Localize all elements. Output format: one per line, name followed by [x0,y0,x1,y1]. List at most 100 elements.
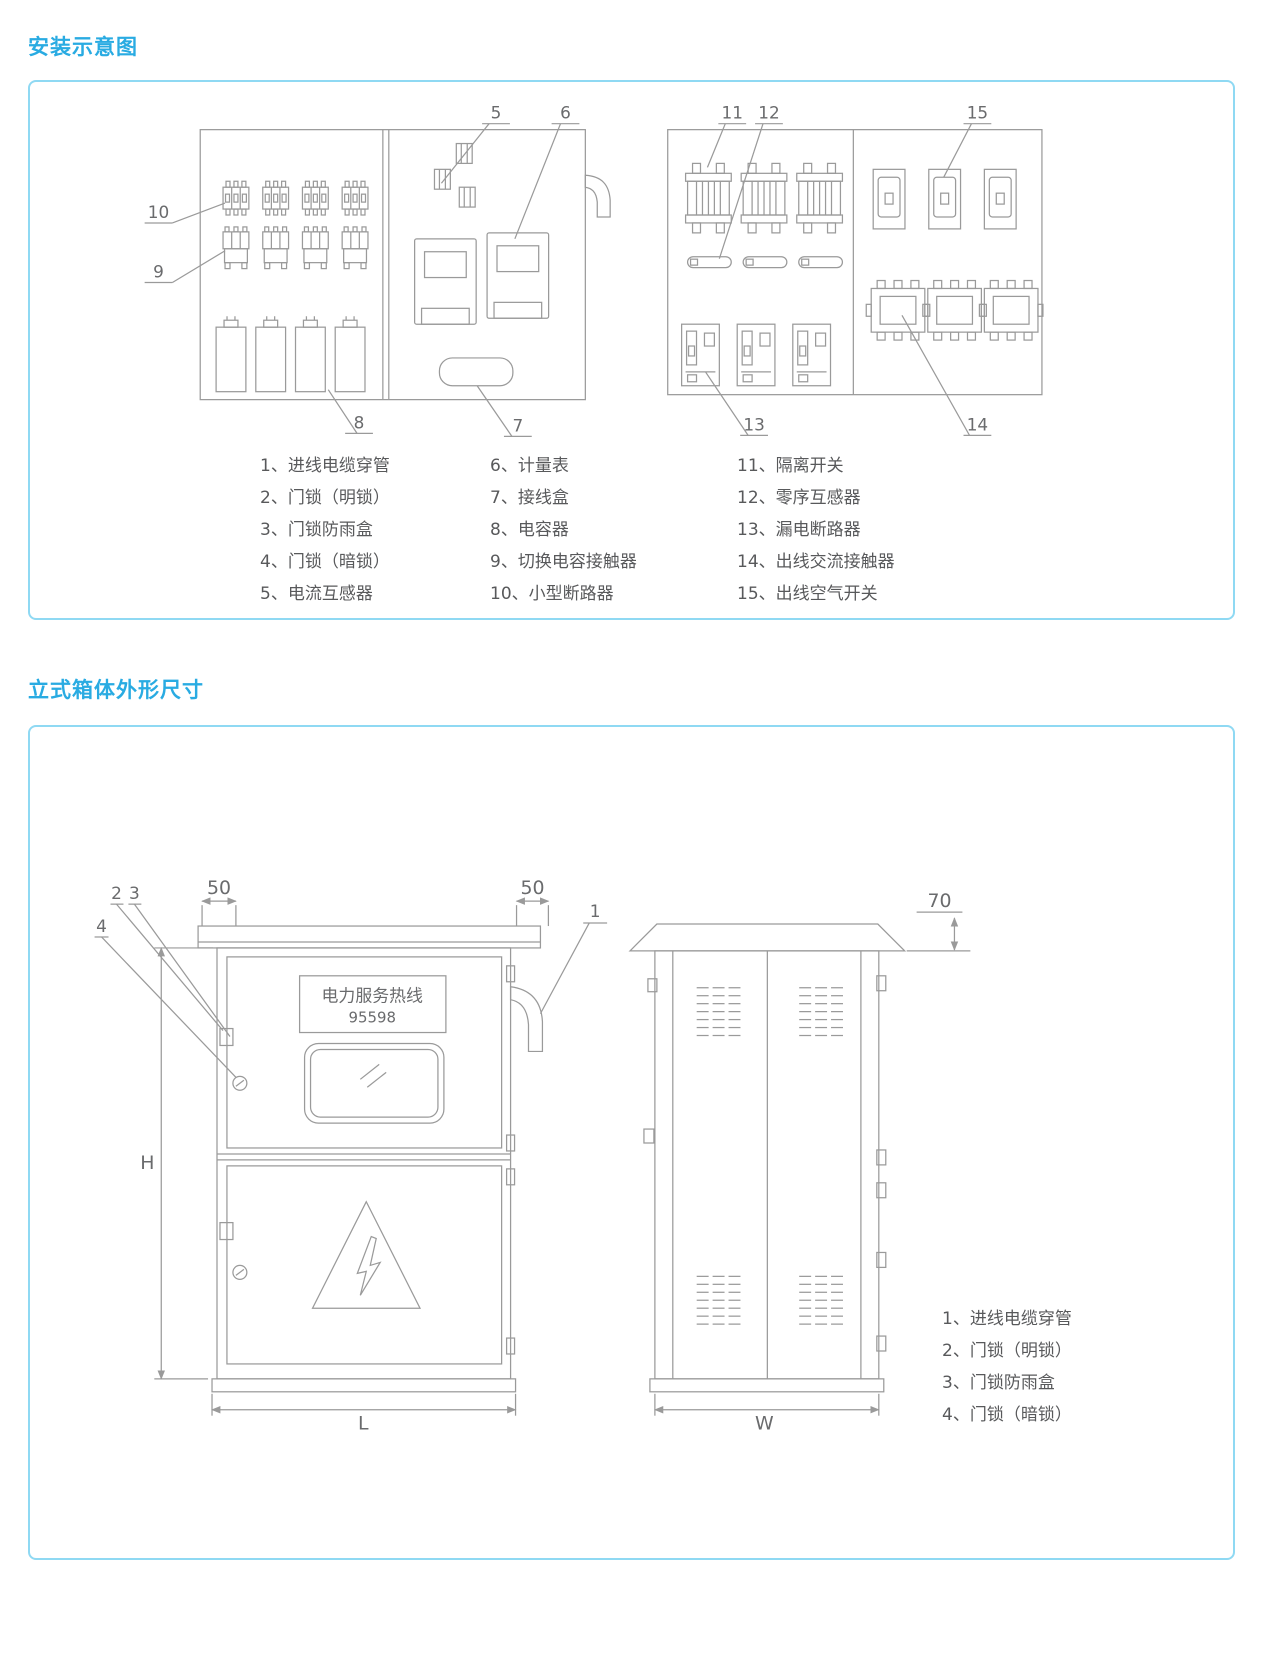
junction-box-icon [438,357,514,387]
dimension-labels: 50 50 70 H L W 1 2 3 4 电力服务热线 95598 [96,877,951,1434]
capacitor-contactor-icon [341,226,369,270]
door-lock-rainbox [219,1027,234,1047]
callout-13: 13 [743,414,764,434]
mini-breaker-icon [301,180,329,216]
callout-11: 11 [722,103,743,123]
section-title-cabinet: 立式箱体外形尺寸 [28,678,204,702]
isolator-switch-icon [740,162,788,234]
energy-meter-icon [486,232,550,319]
left-cabinet-drawing [199,129,611,401]
isolator-switch-icon [684,162,732,234]
legend-item: 9、切换电容接触器 [490,552,637,572]
ac-contactor-icon [865,279,931,341]
legend-item: 4、门锁（暗锁） [942,1405,1072,1425]
capacitor-icon [215,315,247,393]
leakage-breaker-icon [736,323,776,387]
cabinet-legend: 1、进线电缆穿管 2、门锁（明锁） 3、门锁防雨盒 4、门锁（暗锁） [942,1303,1072,1431]
hotline-sign-plate [298,975,447,1034]
callout-6: 6 [560,103,571,123]
ac-contactor-icon [978,279,1044,341]
front-view-drawing [94,897,608,1416]
legend-item: 11、隔离开关 [737,456,844,476]
current-transformer-icon [458,186,476,208]
legend-item: 13、漏电断路器 [737,520,861,540]
current-transformer-icon [433,168,451,190]
zero-sequence-ct-icon [798,256,844,269]
cable-conduit-icon [584,174,611,218]
legend-item: 8、电容器 [490,520,569,540]
capacitor-icon [294,315,326,393]
hinge [876,1149,887,1166]
ac-contactor-icon [922,279,987,341]
hinge [505,965,516,983]
zero-sequence-ct-icon [686,256,732,269]
air-switch-icon [983,168,1017,230]
cabinet-dimensions-svg: 50 50 70 H L W 1 2 3 4 电力服务热线 95598 [94,877,971,1435]
lower-door [226,1165,503,1365]
vent-louvers [798,1275,844,1325]
leakage-breaker-icon [792,323,832,387]
hinge [876,1335,887,1352]
callout-1: 1 [590,901,601,921]
cabinet-dimensions-panel: 50 50 70 H L W 1 2 3 4 电力服务热线 95598 1、进线… [28,725,1235,1560]
legend-item: 4、门锁（暗锁） [260,552,390,572]
roof-canopy [197,925,542,949]
hotline-sign-line2: 95598 [349,1009,396,1027]
cable-conduit-icon [509,986,544,1053]
capacitor-icon [334,315,366,393]
isolator-switch-icon [796,162,844,234]
hinge [505,1168,516,1186]
capacitor-icon [255,315,287,393]
door-lock-rainbox [219,1221,234,1241]
door-lock-icon [232,1075,248,1091]
cabinet-base [211,1378,517,1393]
callout-12: 12 [758,103,779,123]
hotline-sign-line1: 电力服务热线 [322,986,424,1006]
legend-item: 5、电流互感器 [260,584,373,604]
right-cabinet-drawing [667,129,1044,396]
hinge [876,1251,887,1269]
vent-louvers [696,987,742,1037]
hinge [876,1182,887,1199]
energy-meter-icon [413,238,477,325]
dim-H: H [140,1152,154,1174]
dim-50-left: 50 [207,877,231,899]
legend-item: 1、进线电缆穿管 [942,1309,1072,1329]
callout-5: 5 [491,103,502,123]
capacitor-contactor-icon [301,226,329,270]
callout-15: 15 [967,103,988,123]
capacitor-contactor-icon [222,226,250,270]
side-view-drawing [628,911,971,1416]
current-transformer-icon [455,142,473,165]
callout-2: 2 [111,883,122,903]
side-base [649,1378,885,1393]
dim-L: L [358,1413,369,1435]
legend-item: 3、门锁防雨盒 [260,520,373,540]
callout-3: 3 [129,883,140,903]
legend-item: 14、出线交流接触器 [737,552,895,572]
door-lock-icon [232,1264,248,1280]
callout-leader-lines [144,123,992,437]
callout-10: 10 [148,202,169,222]
air-switch-icon [872,168,906,230]
legend-item: 2、门锁（明锁） [260,488,390,508]
mini-breaker-icon [262,180,290,216]
meter-window [303,1042,445,1124]
side-roof [628,923,907,952]
dim-50-right: 50 [520,877,544,899]
callout-7: 7 [512,415,523,435]
vent-louvers [798,987,844,1037]
latch [647,978,658,993]
legend-column-2: 6、计量表 7、接线盒 8、电容器 9、切换电容接触器 10、小型断路器 [490,450,737,610]
section-title-install: 安装示意图 [28,35,138,59]
legend-item: 2、门锁（明锁） [942,1341,1072,1361]
legend-item: 3、门锁防雨盒 [942,1373,1055,1393]
mini-breaker-icon [341,180,369,216]
right-cabinet-outline [667,129,1043,396]
air-switch-icon [928,168,962,230]
capacitor-contactor-icon [262,226,290,270]
install-diagram-svg: 5 6 10 9 8 7 11 12 15 13 14 [144,103,1044,437]
callout-8: 8 [354,412,365,432]
leakage-breaker-icon [681,323,720,387]
warning-triangle-icon [311,1200,422,1309]
